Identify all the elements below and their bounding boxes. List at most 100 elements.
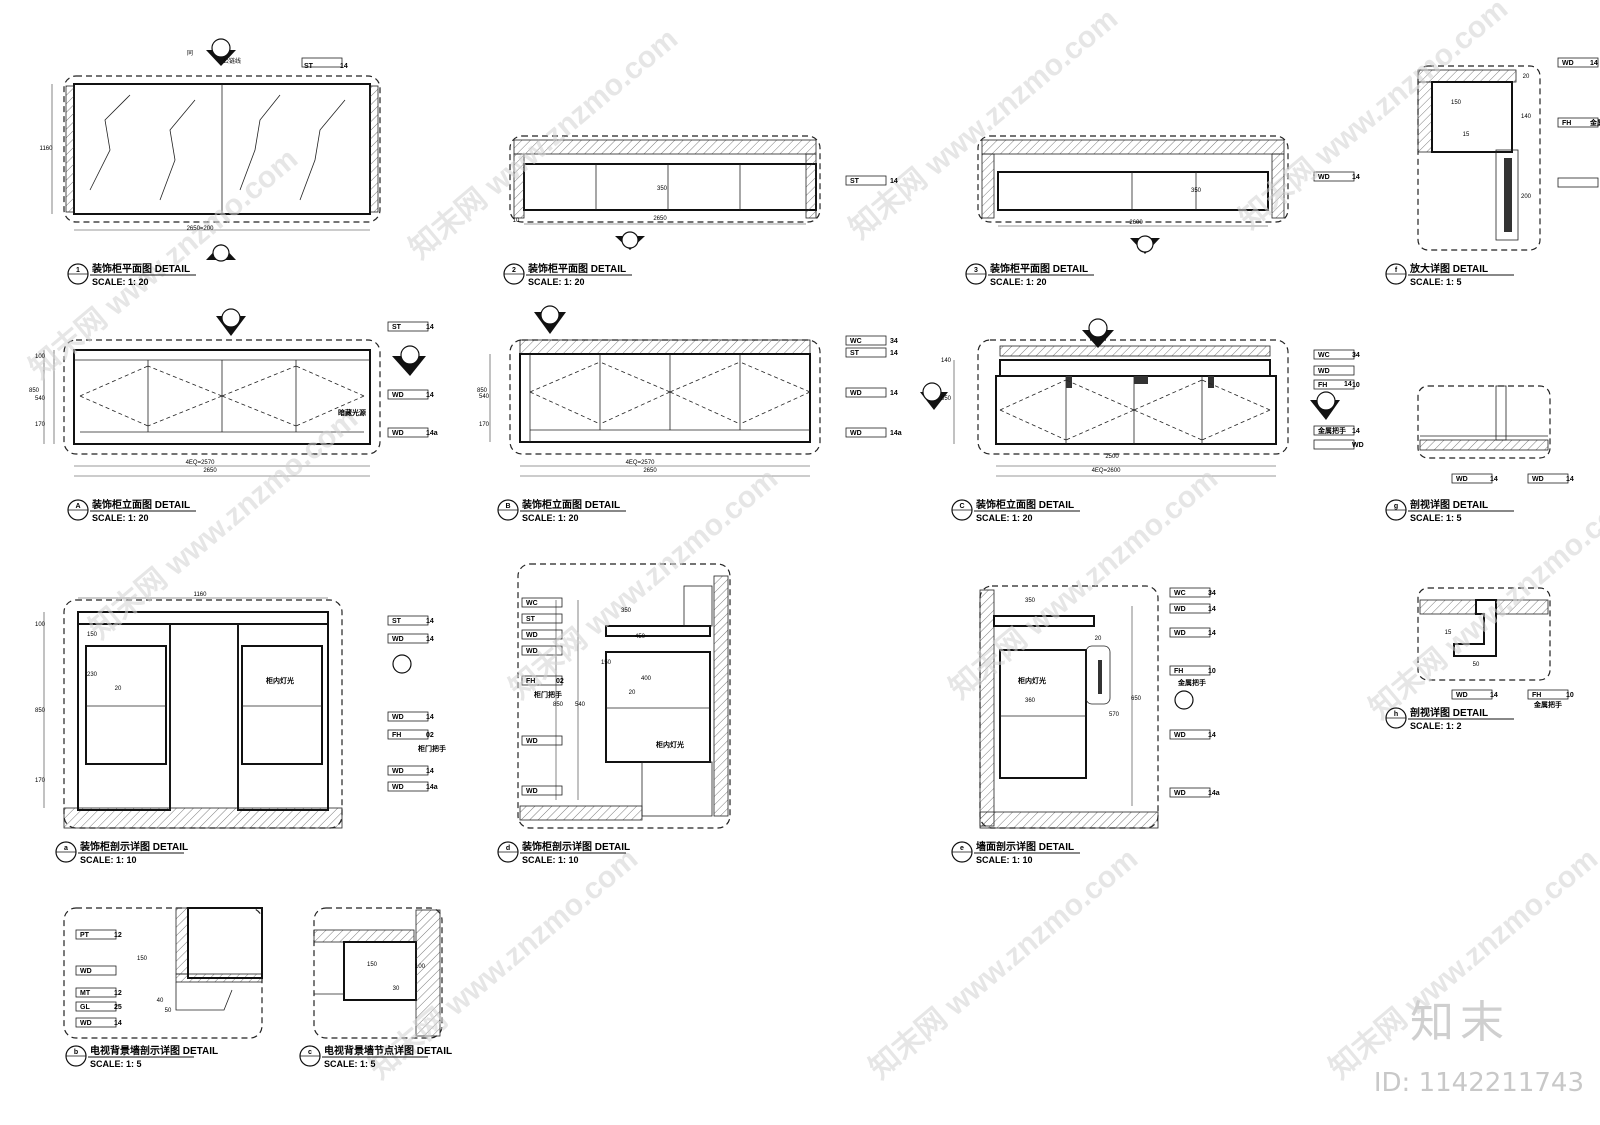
- dimension-label: 150: [367, 962, 378, 968]
- material-tag: 02: [426, 732, 434, 739]
- section-a: [43, 597, 429, 829]
- elevation-C: [920, 318, 1355, 477]
- material-tag: WD: [850, 390, 862, 397]
- material-tag: 10: [1566, 692, 1574, 699]
- dimension-label: 450: [635, 634, 646, 640]
- dimension-label: 50: [1473, 662, 1480, 668]
- dimension-label: 2650: [643, 468, 657, 474]
- detail-scale-p1: SCALE: 1: 20: [92, 277, 149, 287]
- dimension-label: 2650: [203, 468, 217, 474]
- dimension-label: 4EQ=2600: [1092, 468, 1122, 474]
- material-tag: 柜内灯光: [1017, 676, 1046, 685]
- material-tag: PT: [80, 932, 90, 939]
- material-tag: WD: [1318, 368, 1330, 375]
- material-tag: 12: [114, 990, 122, 997]
- detail-scale-eC: SCALE: 1: 20: [976, 513, 1033, 523]
- material-tag: 14a: [890, 430, 902, 437]
- dimension-label: 同: [187, 50, 193, 57]
- detail-number-eC: C: [959, 503, 964, 510]
- detail-plan-1: [51, 38, 381, 262]
- detail-number-eA: A: [75, 503, 80, 510]
- material-tag: 14: [1490, 476, 1498, 483]
- detail-title-text-p3: 装饰柜平面图 DETAIL: [989, 262, 1088, 275]
- detail-scale-se: SCALE: 1: 10: [976, 855, 1033, 865]
- detail-number-se: e: [960, 845, 964, 852]
- dimension-label: 50: [165, 1008, 172, 1014]
- material-tag: 14: [890, 350, 898, 357]
- material-tag: WC: [1174, 590, 1186, 597]
- material-tag: ST: [526, 616, 536, 623]
- dimension-label: 140: [941, 358, 952, 364]
- material-tag: 14: [1208, 630, 1216, 637]
- detail-plan-2: [509, 135, 887, 250]
- material-tag: 金属把手: [1317, 426, 1346, 435]
- material-tag: 14: [426, 714, 434, 721]
- detail-scale-sc: SCALE: 1: 5: [324, 1059, 376, 1069]
- dimension-label: 350: [1191, 188, 1202, 194]
- dimension-label: 850: [941, 396, 952, 402]
- material-tag: 14: [426, 324, 434, 331]
- detail-number-p3: 3: [974, 267, 978, 274]
- material-tag: 10: [1208, 668, 1216, 675]
- detail-h: [1417, 587, 1569, 700]
- dimension-label: 850: [477, 388, 488, 394]
- detail-number-sb: b: [74, 1049, 78, 1056]
- material-tag: WD: [1562, 60, 1574, 67]
- detail-title-text-eB: 装饰柜立面图 DETAIL: [521, 498, 620, 511]
- dimension-label: 850: [35, 708, 46, 714]
- detail-number-eB: B: [505, 503, 510, 510]
- material-tag: WD: [392, 636, 404, 643]
- material-tag: MT: [80, 990, 91, 997]
- material-tag: 14: [426, 768, 434, 775]
- dimension-label: 350: [657, 186, 668, 192]
- dimension-label: 20: [1523, 74, 1530, 80]
- brand-logo: 知末: [1410, 997, 1510, 1048]
- watermark-text: 知末网 www.znzmo.com: [863, 842, 1144, 1085]
- material-tag: WD: [526, 632, 538, 639]
- material-tag: WD: [80, 968, 92, 975]
- dimension-label: 公链线: [223, 57, 241, 65]
- detail-number-pf: f: [1395, 267, 1398, 274]
- dimension-label: 30: [393, 986, 400, 992]
- material-tag: 14a: [426, 430, 438, 437]
- dimension-label: 1160: [40, 146, 54, 152]
- dimension-label: 4EQ=2570: [186, 460, 216, 466]
- detail-number-sa: a: [64, 845, 68, 852]
- material-tag: 14a: [426, 784, 438, 791]
- detail-title-text-pg: 剖视详图 DETAIL: [1410, 498, 1488, 511]
- material-tag: FH: [526, 678, 535, 685]
- dimension-label: 4EQ=2570: [626, 460, 656, 466]
- detail-number-ph: h: [1394, 711, 1398, 718]
- material-tag: WD: [392, 714, 404, 721]
- dimension-label: 100: [35, 622, 46, 628]
- detail-number-p1: 1: [76, 267, 80, 274]
- material-tag: 14: [1352, 428, 1360, 435]
- material-tag: 柜内灯光: [655, 740, 684, 749]
- detail-scale-p3: SCALE: 1: 20: [990, 277, 1047, 287]
- material-tag: 金属把手: [1533, 700, 1562, 709]
- material-tag: WD: [392, 784, 404, 791]
- detail-title-text-sb: 电视背景墙剖示详图 DETAIL: [90, 1044, 218, 1057]
- dimension-label: 2500: [1105, 454, 1119, 460]
- material-tag: 14: [340, 63, 348, 70]
- dimension-label: 570: [1109, 712, 1120, 718]
- material-tag: 10: [1352, 382, 1360, 389]
- dimension-label: 170: [35, 422, 46, 428]
- material-tag: 14: [1590, 60, 1598, 67]
